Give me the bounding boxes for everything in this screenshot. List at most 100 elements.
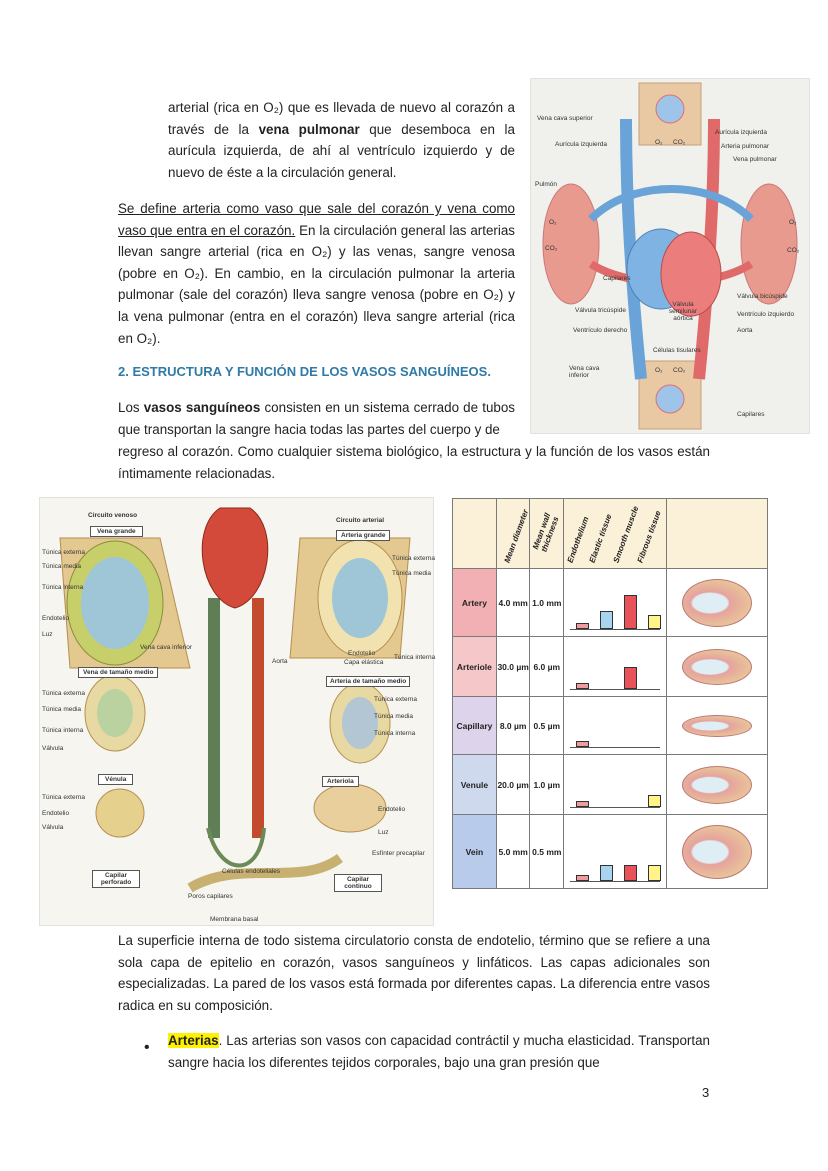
vessel-image-cell	[666, 696, 768, 755]
header-tissues: Endothelium Elastic tissue Smooth muscle…	[563, 498, 668, 569]
arterias-text: . Las arterias son vasos con capacidad c…	[168, 1033, 710, 1070]
vessel-image-cell	[666, 814, 768, 889]
lbl-endotelio-4: Endotelio	[378, 806, 406, 813]
p3-start: Los	[118, 400, 140, 415]
tissue-bar	[624, 595, 638, 629]
lbl-endotelio-1: Endotelio	[42, 615, 70, 622]
header-image-cell	[666, 498, 768, 569]
lbl-tunica-externa-4: Túnica externa	[392, 555, 435, 562]
vessel-cross-section-image	[682, 648, 753, 685]
lbl-circuito-arterial: Circuito arterial	[336, 517, 385, 524]
lbl-vena-cava-superior: Vena cava superior	[537, 115, 593, 122]
vessel-cross-section-image	[682, 714, 753, 737]
table-header-row: Mean diameter Mean wall thickness Endoth…	[452, 498, 768, 569]
lbl-vena-cava-inferior: Vena cava inferior	[569, 365, 600, 379]
lbl-endotelio-3: Endotelio	[348, 650, 376, 657]
paragraph-3b: regreso al corazón. Como cualquier siste…	[118, 444, 710, 481]
tissue-bar	[576, 623, 590, 629]
lbl-tunica-externa-5: Túnica externa	[374, 696, 417, 703]
lbl-valvula-tricuspide: Válvula tricúspide	[575, 307, 626, 314]
lbl-aorta: Aorta	[272, 658, 288, 665]
lbl-tunica-externa-2: Túnica externa	[42, 690, 85, 697]
lbl-valvula-2: Válvula	[42, 824, 64, 831]
tissue-bar	[648, 795, 662, 807]
lbl-capilares-1: Capilares	[603, 275, 631, 282]
header-mean-diameter: Mean diameter	[495, 498, 531, 569]
p3-bold: vasos sanguíneos	[143, 400, 261, 415]
tissue-bar	[648, 615, 662, 629]
lbl-arteria-grande: Arteria grande	[336, 530, 391, 541]
lbl-capilar-perforado: Capilar perforado	[92, 870, 140, 888]
lbl-auricula-izquierda-2: Aurícula izquierda	[715, 129, 768, 136]
p2-rest: En la circulación general las arterias l…	[118, 222, 515, 346]
lbl-venula: Vénula	[98, 774, 134, 785]
bullet-arterias: Arterias. Las arterias son vasos con cap…	[168, 1030, 710, 1073]
p2-underlined: Se define arteria como vaso que sale del…	[118, 201, 515, 238]
vessel-name-cell: Vein	[452, 814, 497, 889]
lbl-co2-right: CO₂	[787, 247, 800, 254]
tissue-bar	[600, 865, 614, 881]
lbl-arteriola: Arteriola	[322, 776, 359, 787]
paragraph-2: Se define arteria como vaso que sale del…	[118, 198, 515, 349]
lbl-capilar-continuo: Capilar continuo	[334, 874, 382, 892]
lbl-tunica-externa-3: Túnica externa	[42, 794, 85, 801]
vessel-image-cell	[666, 636, 768, 697]
circulation-diagram: Vena cava superior Aurícula izquierda O₂…	[530, 78, 810, 434]
lbl-o2-bottom: O₂	[655, 367, 663, 374]
vessel-comparison-table: Mean diameter Mean wall thickness Endoth…	[452, 498, 768, 889]
tissue-bar	[648, 865, 662, 881]
tissue-bar	[576, 875, 590, 881]
p1-text: arterial (rica en O₂) que es llevada de …	[168, 100, 515, 137]
paragraph-3a: Los vasos sanguíneos consisten en un sis…	[118, 397, 515, 440]
tissue-bars-cell	[563, 696, 668, 755]
p1-rest: que desemboca en la aurícula izquierda, …	[168, 121, 515, 180]
lbl-tunica-interna-2: Túnica interna	[42, 727, 84, 734]
diameter-cell: 8.0 µm	[495, 696, 531, 755]
tissue-bars-cell	[563, 814, 668, 889]
lbl-luz-2: Luz	[378, 829, 389, 836]
lbl-tunica-interna-5: Túnica interna	[374, 730, 416, 737]
paragraph-4: La superficie interna de todo sistema ci…	[118, 933, 710, 1013]
tissue-bars-cell	[563, 568, 668, 637]
lbl-membrana-basal: Membrana basal	[210, 916, 259, 923]
lbl-luz-1: Luz	[42, 631, 53, 638]
section-heading: 2. ESTRUCTURA Y FUNCIÓN DE LOS VASOS SAN…	[118, 364, 491, 379]
lbl-circuito-venoso: Circuito venoso	[88, 512, 138, 519]
lbl-co2-top: CO₂	[673, 139, 686, 146]
header-endothelium: Endothelium	[565, 515, 591, 564]
vessel-image-cell	[666, 754, 768, 815]
lbl-capa-elastica: Capa elástica	[344, 659, 384, 666]
lbl-arteria-pulmonar: Arteria pulmonar	[721, 143, 770, 150]
wall-cell: 0.5 mm	[529, 814, 565, 889]
tissue-bar	[600, 611, 614, 629]
wall-cell: 6.0 µm	[529, 636, 565, 697]
wall-cell: 0.5 µm	[529, 696, 565, 755]
tissue-bar	[576, 801, 590, 807]
lbl-ventriculo-izquierdo: Ventrículo izquierdo	[737, 311, 795, 318]
vessel-name-cell: Capillary	[452, 696, 497, 755]
lbl-vena-tamano-medio: Vena de tamaño medio	[78, 667, 159, 678]
vessel-illustration	[59, 507, 411, 893]
header-mean-diameter-text: Mean diameter	[502, 508, 530, 564]
vessel-name-cell: Venule	[452, 754, 497, 815]
vessel-image-cell	[666, 568, 768, 637]
arterias-highlight: Arterias	[168, 1033, 219, 1048]
paragraph-1: arterial (rica en O₂) que es llevada de …	[168, 97, 515, 183]
lbl-capilares-2: Capilares	[737, 411, 765, 418]
lbl-co2-bottom: CO₂	[673, 367, 686, 374]
lbl-tunica-interna-4: Túnica interna	[394, 654, 436, 661]
lbl-valvula-1: Válvula	[42, 745, 64, 752]
tissue-bar	[576, 741, 590, 747]
diameter-cell: 4.0 mm	[495, 568, 531, 637]
header-elastic: Elastic tissue	[587, 512, 614, 564]
lbl-aorta: Aorta	[737, 327, 753, 334]
lbl-esfinter-precapilar: Esfínter precapilar	[372, 850, 425, 857]
lbl-tunica-media-1: Túnica media	[42, 563, 82, 570]
vessel-cross-section-image	[682, 578, 753, 627]
lbl-co2-left: CO₂	[545, 245, 558, 252]
